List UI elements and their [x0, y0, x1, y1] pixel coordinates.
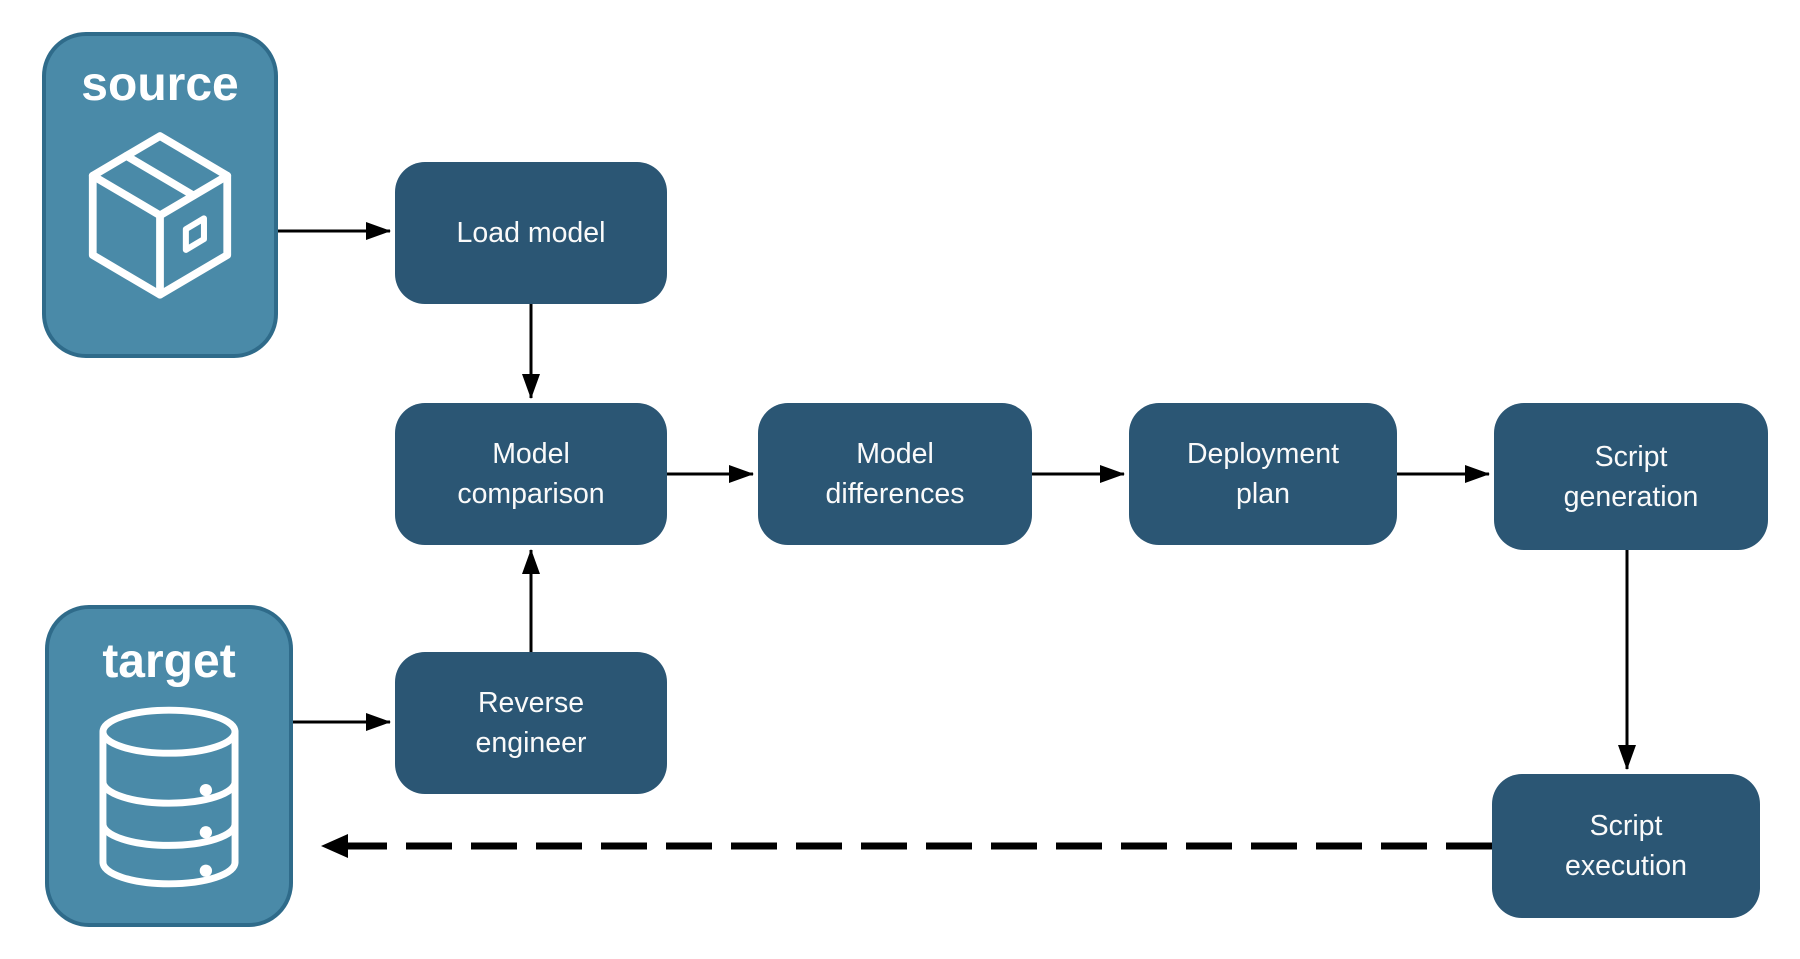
node-reverse-engineer: Reverse engineer — [395, 652, 667, 794]
node-model-differences: Model differences — [758, 403, 1032, 545]
node-deployment-plan: Deployment plan — [1129, 403, 1397, 545]
node-load-model: Load model — [395, 162, 667, 304]
node-script-generation-label: Script generation — [1563, 440, 1699, 513]
source-node: source — [42, 32, 278, 358]
database-icon — [99, 706, 239, 888]
target-label: target — [102, 635, 236, 688]
node-reverse-engineer-label: Reverse engineer — [475, 687, 587, 759]
node-load-model-label: Load model — [456, 217, 606, 249]
node-model-comparison: Model comparison — [395, 403, 667, 545]
package-icon — [88, 132, 232, 299]
node-deployment-plan-label: Deployment plan — [1186, 438, 1340, 510]
target-node: target — [45, 605, 293, 927]
node-script-execution: Script execution — [1492, 774, 1760, 918]
node-model-differences-label: Model differences — [825, 438, 965, 510]
node-script-generation: Script generation — [1494, 403, 1768, 550]
node-model-comparison-label: Model comparison — [457, 438, 605, 510]
source-label: source — [81, 58, 239, 111]
node-script-execution-label: Script execution — [1564, 810, 1687, 882]
